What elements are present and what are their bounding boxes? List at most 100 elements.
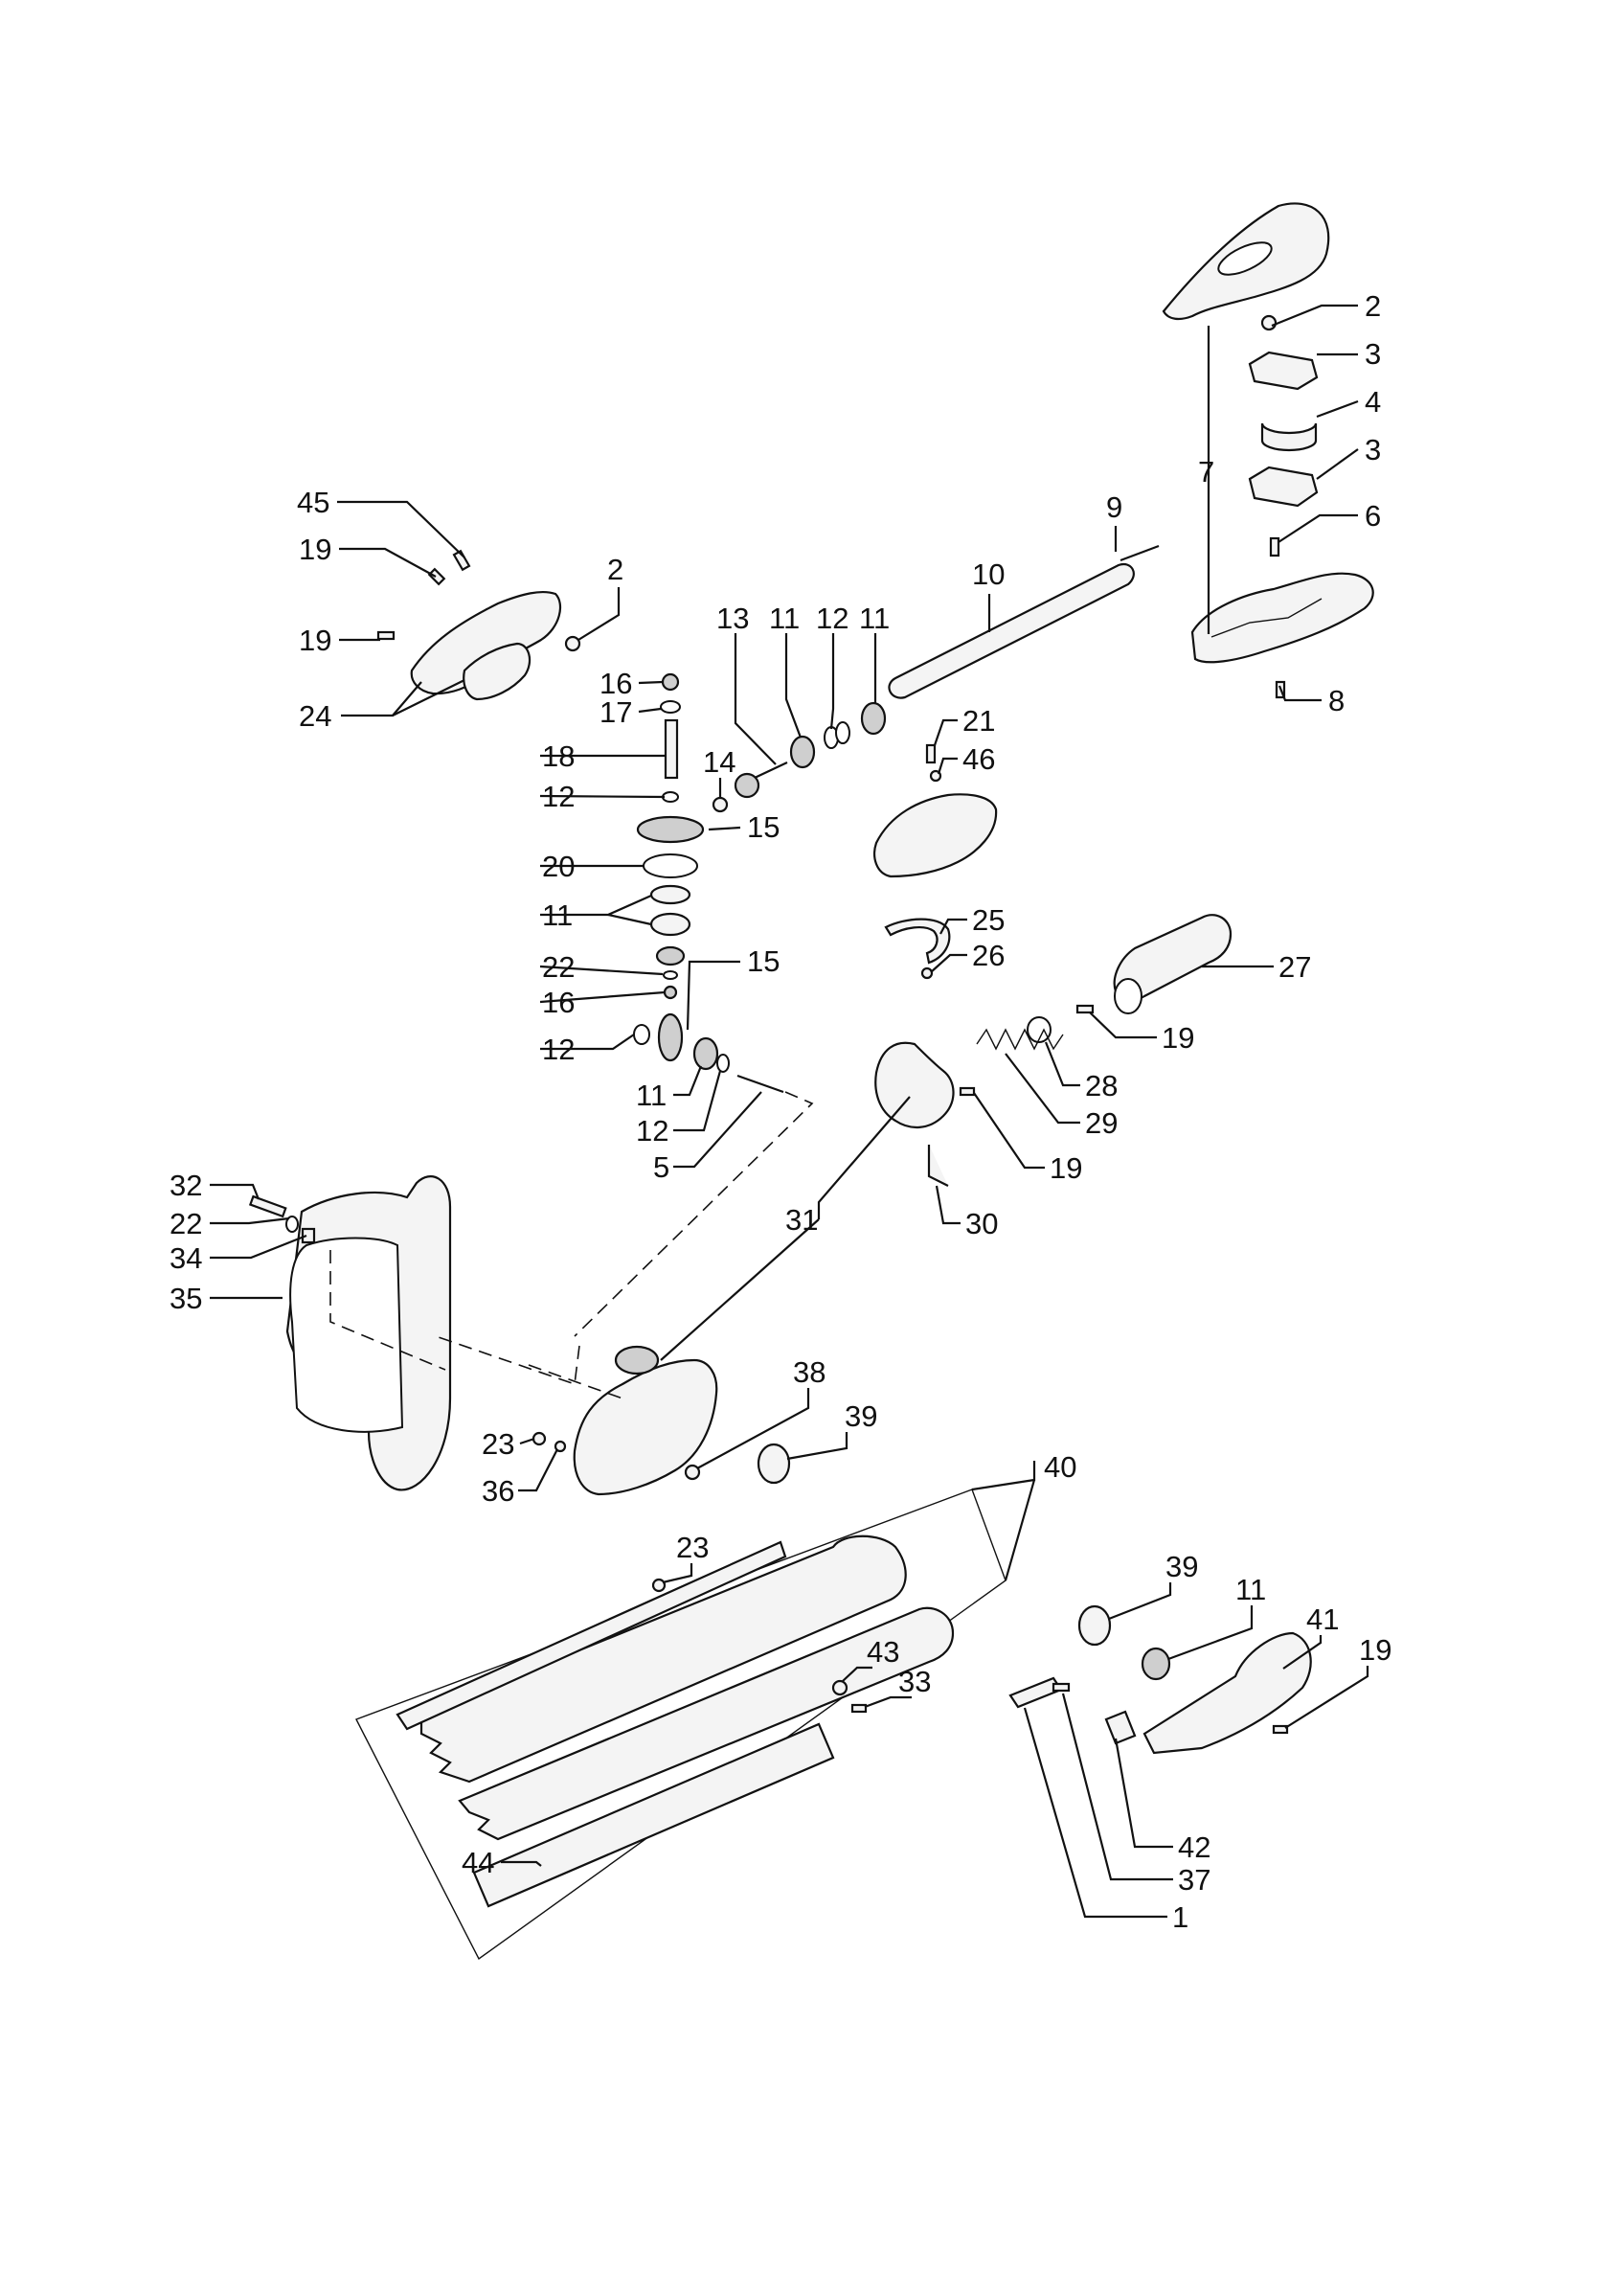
bevel-gear-small	[655, 945, 686, 966]
washer-17	[660, 700, 681, 714]
washer-26	[920, 966, 934, 980]
callout-43: 43	[867, 1635, 899, 1669]
callout-44: 44	[462, 1846, 494, 1879]
callout-11e: 11	[1235, 1573, 1266, 1606]
callout-20: 20	[542, 850, 575, 883]
blade-upper	[419, 1534, 907, 1784]
circlip-12-e	[633, 1024, 650, 1045]
callout-11d: 11	[636, 1079, 667, 1112]
clamp-ring	[1260, 422, 1318, 452]
crank-pin-5	[736, 1074, 784, 1094]
bearing-11-b	[860, 701, 887, 736]
gear-15-upper	[636, 815, 705, 844]
callout-37: 37	[1178, 1863, 1210, 1897]
gear-housing-24	[410, 590, 562, 695]
handle-cover-window	[1217, 241, 1273, 276]
callout-27: 27	[1278, 950, 1311, 984]
callout-3b: 3	[1365, 433, 1381, 466]
circlip-12-b	[835, 721, 850, 744]
cam-39-a	[757, 1443, 791, 1485]
assembly-line-a	[574, 1091, 814, 1337]
callout-19a: 19	[299, 533, 331, 566]
callout-15b: 15	[747, 944, 780, 978]
bearing-11-c	[649, 884, 691, 905]
callout-12c: 12	[542, 1033, 575, 1066]
callout-22a: 22	[542, 950, 575, 984]
callout-18: 18	[542, 739, 575, 773]
handle-housing-detail	[1210, 598, 1323, 638]
assembly-line-d	[329, 1250, 446, 1371]
bearing-11-d	[649, 912, 691, 937]
handle-housing	[1190, 572, 1374, 664]
callout-39a: 39	[845, 1399, 877, 1433]
callout-15a: 15	[747, 810, 780, 844]
clamp-half-lower	[1248, 466, 1319, 508]
plate-1	[1008, 1676, 1063, 1709]
callout-1: 1	[1172, 1900, 1188, 1934]
washer-22-b	[285, 1216, 299, 1233]
screw-19-a	[427, 567, 446, 586]
callout-17: 17	[599, 695, 632, 729]
nut-16-upper	[661, 672, 680, 692]
bearing-11-e	[692, 1036, 719, 1071]
clip-42	[1104, 1710, 1137, 1745]
pinion-shaft-13	[754, 762, 788, 779]
callout-22b: 22	[170, 1207, 202, 1240]
blade-cover-41	[1142, 1631, 1312, 1755]
screw-33	[850, 1703, 868, 1714]
callout-13: 13	[716, 602, 749, 635]
callout-4: 4	[1365, 385, 1381, 419]
screw-37	[1052, 1682, 1071, 1693]
callout-19e: 19	[1359, 1633, 1391, 1667]
screw-19-b	[376, 630, 396, 641]
callout-16b: 16	[542, 986, 575, 1019]
callout-5: 5	[653, 1150, 669, 1184]
blade-guard-bar	[396, 1540, 787, 1731]
nut-23-a	[532, 1431, 547, 1446]
callout-8: 8	[1328, 684, 1345, 717]
callout-labels: 2 3 4 3 7 6 8 9 10 45 19 19 24 2 13 11 1…	[170, 289, 1391, 1934]
assembly-line-c	[435, 1335, 580, 1386]
callout-2a: 2	[1365, 289, 1381, 323]
main-gearbox-neck	[614, 1345, 660, 1375]
callout-42: 42	[1178, 1830, 1210, 1864]
front-handle-loop	[289, 1237, 404, 1433]
spindle-18	[664, 718, 679, 780]
nut-14	[712, 796, 729, 813]
blade-guard-44	[472, 1722, 835, 1908]
callout-39b: 39	[1165, 1550, 1198, 1583]
nut-2-top	[1260, 314, 1278, 331]
callout-30: 30	[965, 1207, 998, 1240]
screw-19-c	[1075, 1004, 1095, 1014]
nut-2-housing	[564, 635, 581, 652]
rod-30	[927, 1145, 949, 1187]
leader-lines	[210, 304, 1369, 1919]
callout-12b: 12	[542, 780, 575, 813]
screw-6	[1269, 536, 1280, 557]
gear-housing-24-lower	[463, 642, 532, 701]
screw-21	[925, 743, 937, 764]
oring-20	[643, 853, 698, 878]
callout-3a: 3	[1365, 337, 1381, 371]
callout-26: 26	[972, 939, 1005, 972]
bolt-32	[248, 1194, 287, 1218]
washer-22-a	[663, 970, 678, 980]
blade-lower	[458, 1606, 955, 1841]
cam-39-b	[1077, 1604, 1112, 1647]
callout-11c: 11	[542, 898, 573, 932]
callout-7: 7	[1198, 455, 1214, 489]
clamp-half-upper	[1248, 351, 1319, 391]
callout-12a: 12	[816, 602, 848, 635]
bearing-11-f	[1141, 1647, 1171, 1681]
callout-46: 46	[962, 742, 995, 776]
callout-23b: 23	[676, 1531, 709, 1564]
callout-29: 29	[1085, 1106, 1118, 1140]
circlip-12-f	[716, 1054, 730, 1073]
screw-19-e	[1272, 1724, 1289, 1735]
callout-21: 21	[962, 704, 995, 738]
callout-19d: 19	[1050, 1151, 1082, 1185]
gearbox-cover	[873, 793, 998, 878]
gear-15-lower	[657, 1012, 684, 1062]
bearing-11-a	[789, 735, 816, 769]
